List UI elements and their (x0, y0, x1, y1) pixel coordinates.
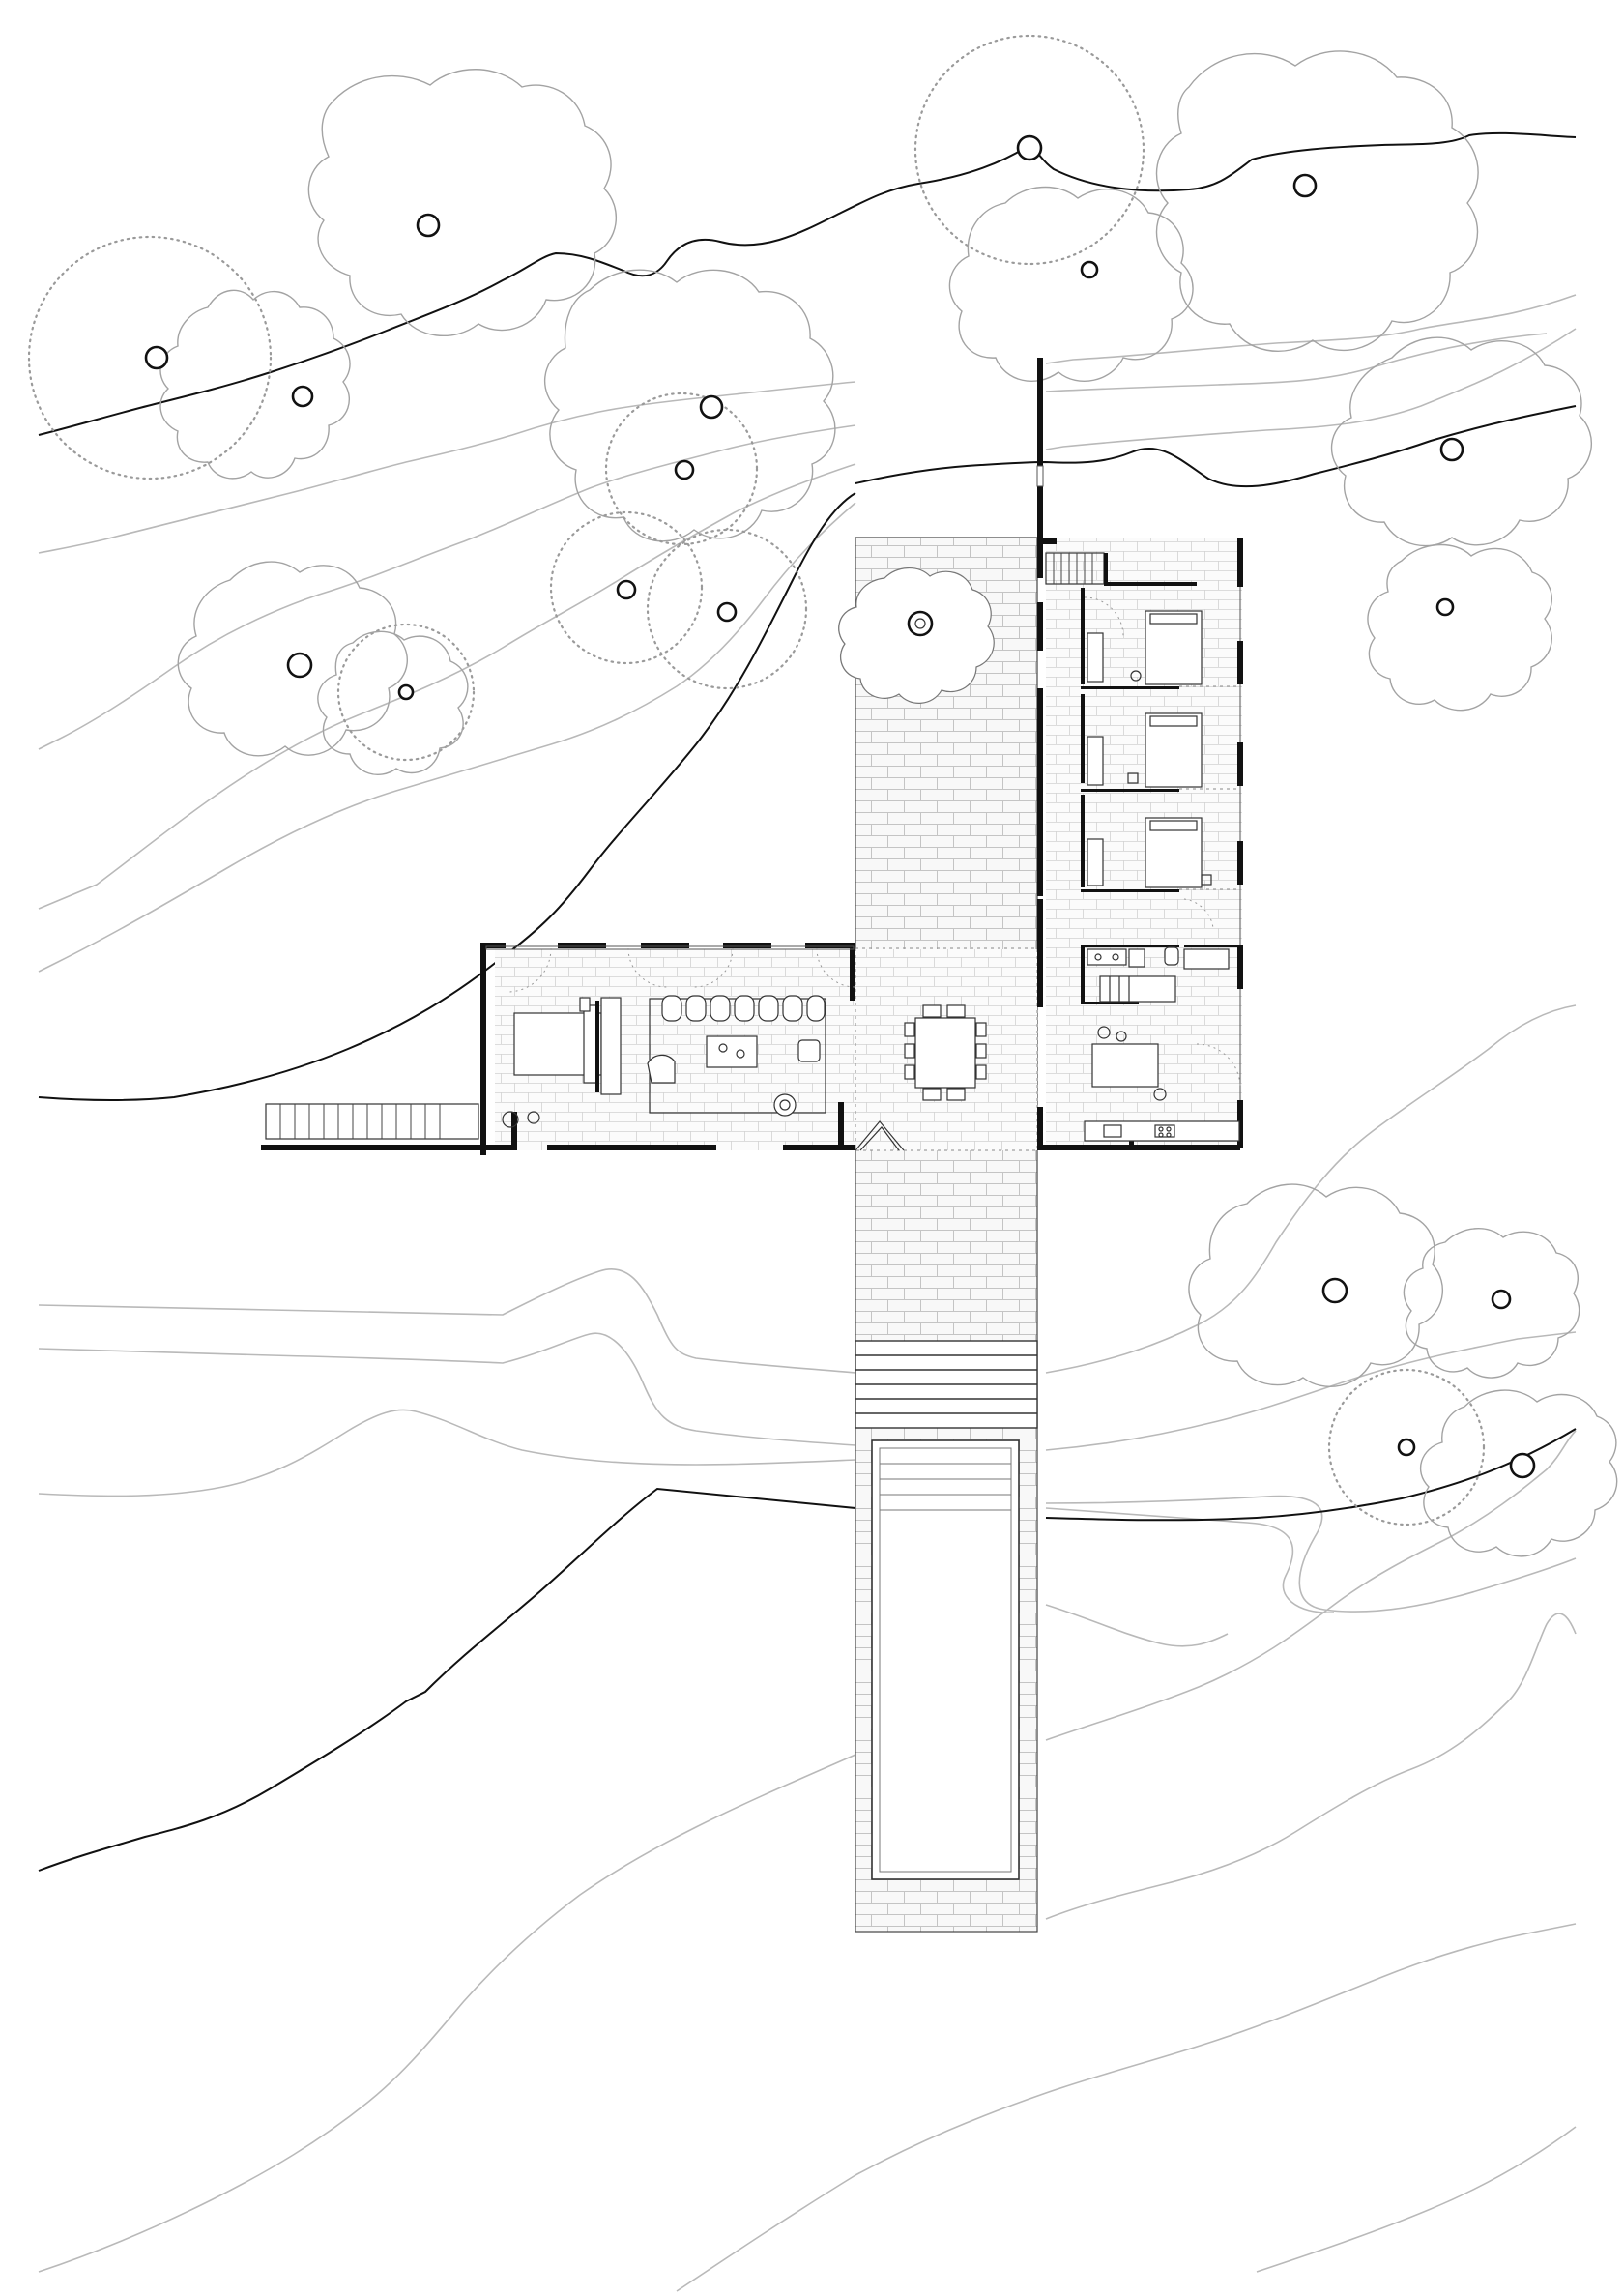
north-retaining-wall (1036, 360, 1044, 487)
living-wing (261, 943, 856, 1155)
tree-trunk-markers (144, 134, 1536, 1479)
contour-lines (38, 294, 1577, 2292)
patio-tree (838, 567, 995, 704)
terrain-section-lines (38, 131, 1577, 1872)
garden-steps (855, 1340, 1038, 1429)
dining-area (855, 947, 1038, 1151)
bedroom-wing (1037, 358, 1243, 1150)
swimming-pool (871, 1439, 1020, 1880)
tree-canopies (27, 34, 1618, 1557)
